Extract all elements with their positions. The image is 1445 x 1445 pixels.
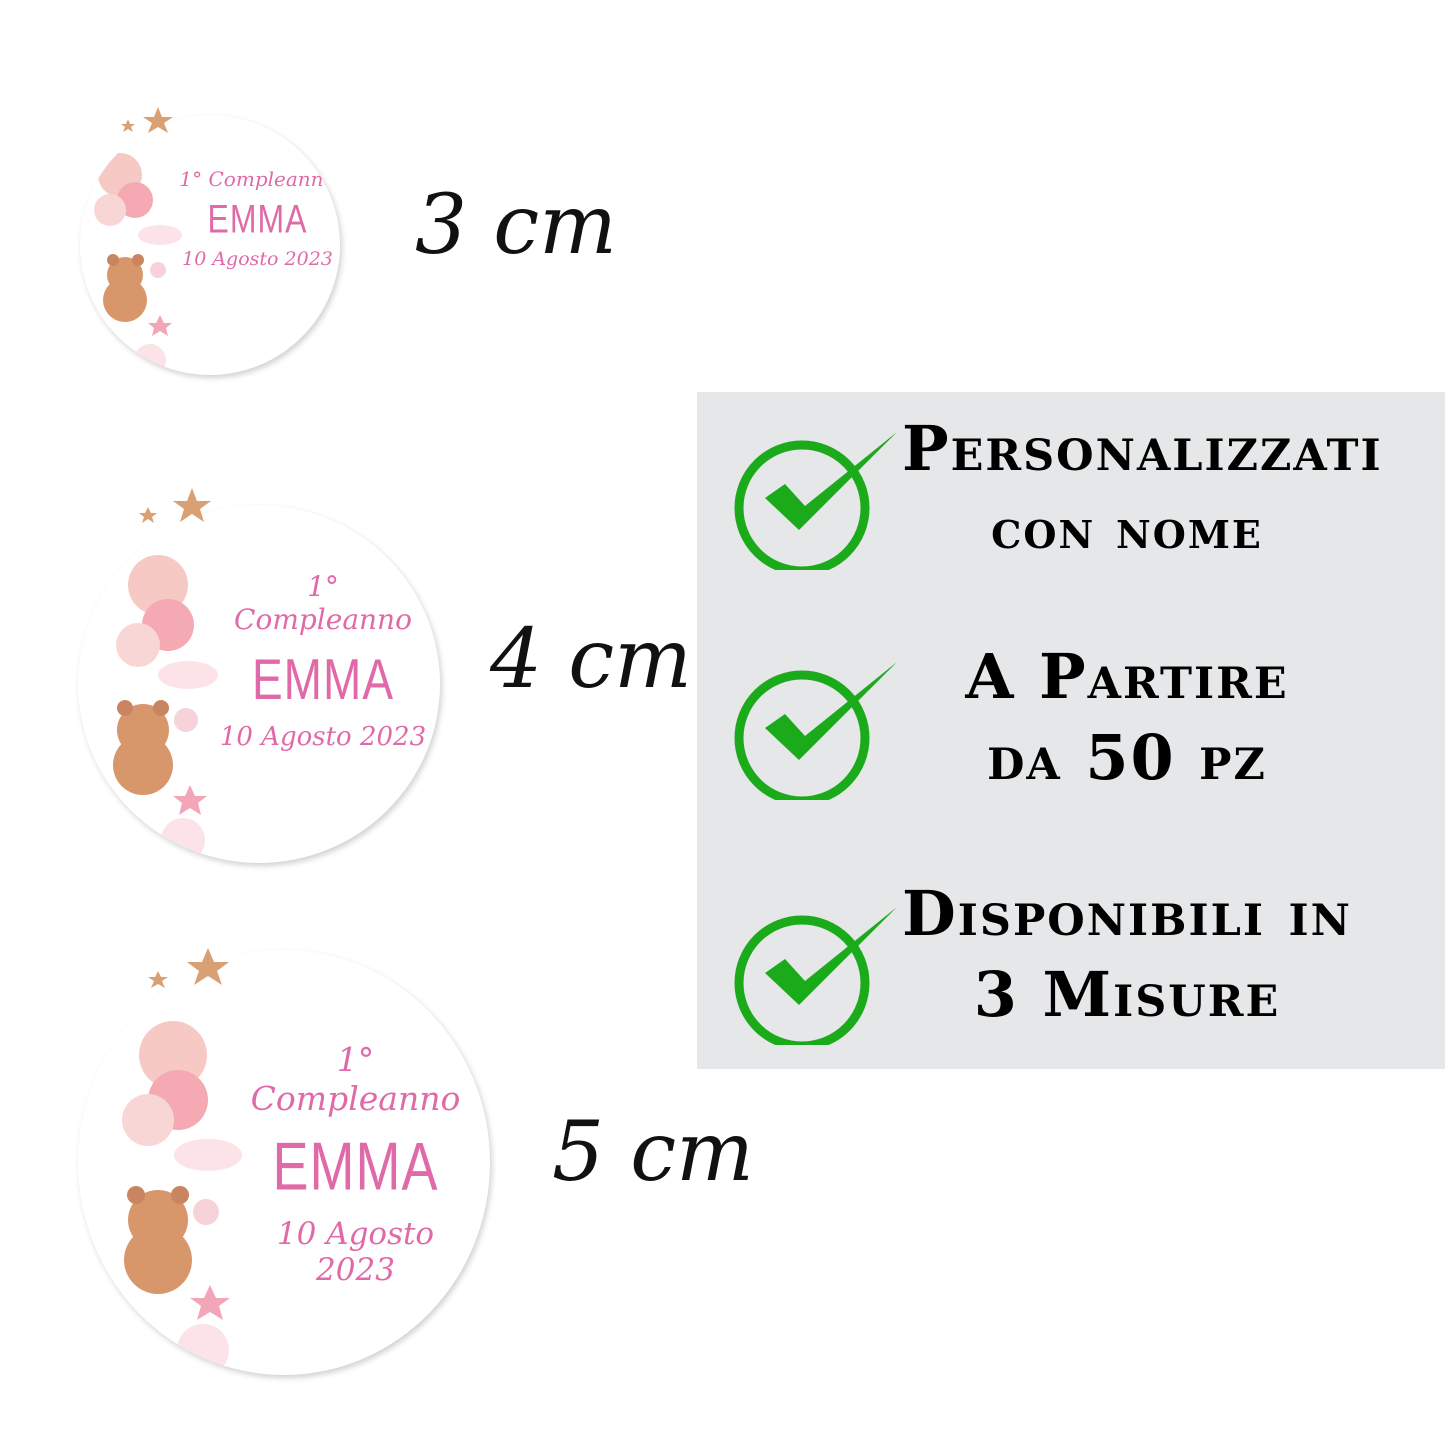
sticker-occasion: 1° Compleanno bbox=[250, 1040, 461, 1118]
feature-line2: con nome bbox=[991, 497, 1263, 561]
feature-min-quantity: A Partire da 50 pz bbox=[697, 622, 1445, 842]
star-decoration-icon bbox=[148, 948, 229, 988]
teddy-bear-balloons-illustration bbox=[80, 115, 182, 375]
sticker-4cm: 1° Compleanno EMMA 10 Agosto 2023 bbox=[78, 505, 440, 863]
sticker-name: EMMA bbox=[207, 196, 308, 242]
feature-line2: da 50 pz bbox=[987, 721, 1267, 794]
size-label-4cm: 4 cm bbox=[490, 612, 692, 707]
sticker-date: 10 Agosto 2023 bbox=[182, 248, 333, 270]
check-circle-icon bbox=[734, 432, 897, 570]
feature-personalized: Personalizzati con nome bbox=[697, 392, 1445, 612]
teddy-bear-balloons-illustration bbox=[78, 950, 242, 1375]
feature-line1: Disponibili in bbox=[902, 877, 1352, 950]
sticker-occasion: 1° Compleanno bbox=[179, 167, 336, 191]
size-label-5cm: 5 cm bbox=[552, 1105, 754, 1200]
features-panel: Personalizzati con nome A Partire da 50 … bbox=[697, 392, 1445, 1069]
sticker-name: EMMA bbox=[252, 646, 394, 712]
check-circle-icon bbox=[734, 662, 897, 800]
teddy-bear-balloons-illustration bbox=[78, 505, 218, 862]
feature-line1: A Partire bbox=[965, 640, 1289, 713]
star-decoration-icon bbox=[121, 107, 173, 133]
check-circle-icon bbox=[734, 907, 897, 1045]
sticker-3cm: 1° Compleanno EMMA 10 Agosto 2023 bbox=[80, 115, 340, 375]
sticker-5cm: 1° Compleanno EMMA 10 Agosto 2023 bbox=[78, 950, 490, 1375]
feature-line1: Personalizzati bbox=[902, 412, 1383, 485]
feature-line2: 3 Misure bbox=[973, 958, 1281, 1031]
sticker-date: 10 Agosto 2023 bbox=[219, 722, 427, 752]
feature-three-sizes: Disponibili in 3 Misure bbox=[697, 867, 1445, 1067]
star-decoration-icon bbox=[139, 488, 211, 523]
size-label-3cm: 3 cm bbox=[415, 178, 617, 273]
sticker-date: 10 Agosto 2023 bbox=[276, 1216, 435, 1288]
sticker-name: EMMA bbox=[272, 1129, 439, 1205]
sticker-occasion: 1° Compleanno bbox=[234, 570, 412, 636]
